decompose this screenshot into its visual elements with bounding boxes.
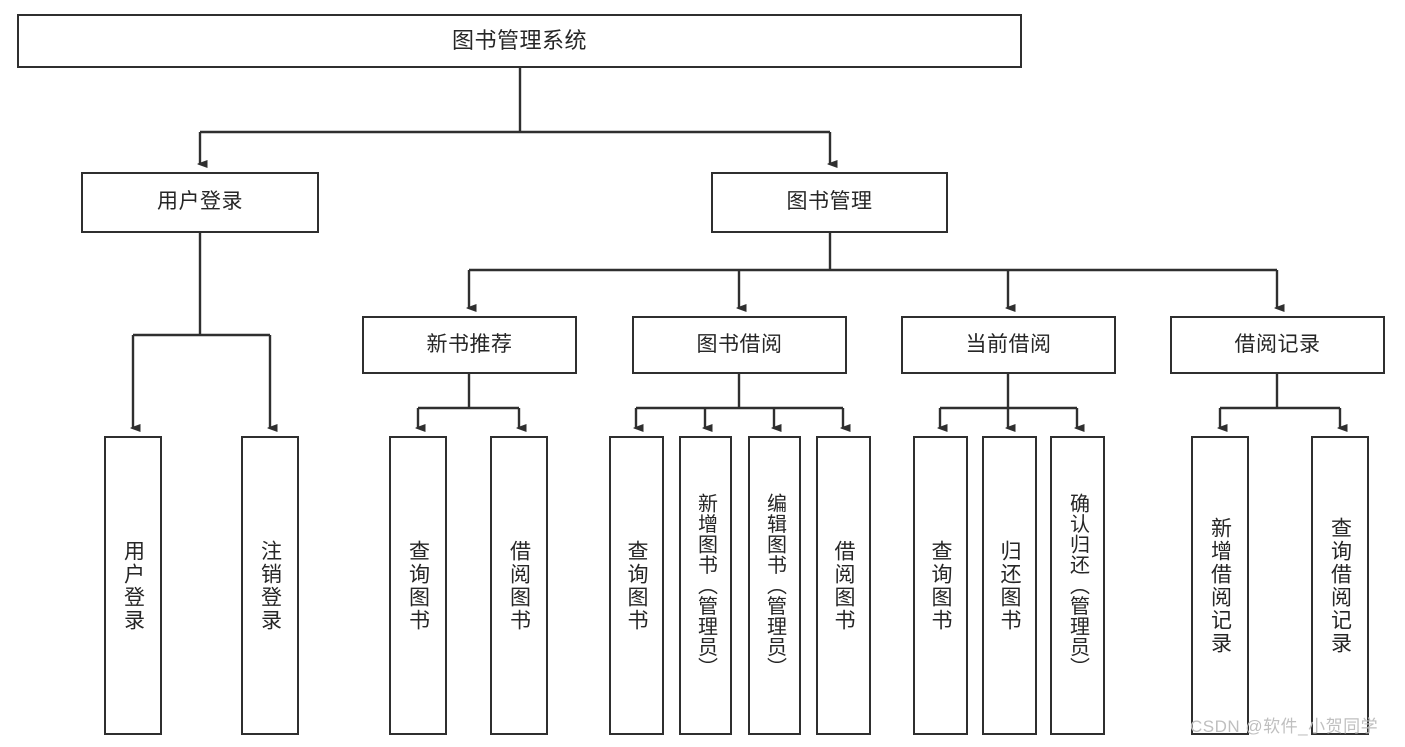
node-leaf-add-book[interactable]: 新增图书（管理员） [679, 436, 732, 735]
node-leaf-query-book-2-label: 查询图书 [625, 539, 648, 632]
node-leaf-query-book-1[interactable]: 查询图书 [389, 436, 447, 735]
node-leaf-query-record[interactable]: 查询借阅记录 [1311, 436, 1369, 735]
node-leaf-confirm-return-label: 确认归还（管理员） [1066, 493, 1089, 678]
node-leaf-confirm-return[interactable]: 确认归还（管理员） [1050, 436, 1105, 735]
node-leaf-edit-book-label: 编辑图书（管理员） [763, 493, 786, 678]
node-leaf-edit-book[interactable]: 编辑图书（管理员） [748, 436, 801, 735]
node-root[interactable]: 图书管理系统 [17, 14, 1022, 68]
node-leaf-query-book-2[interactable]: 查询图书 [609, 436, 664, 735]
node-leaf-borrow-book-2-label: 借阅图书 [832, 539, 855, 632]
node-book-manage[interactable]: 图书管理 [711, 172, 948, 233]
node-borrow-record[interactable]: 借阅记录 [1170, 316, 1385, 374]
node-leaf-user-login[interactable]: 用户登录 [104, 436, 162, 735]
node-book-borrow-label: 图书借阅 [696, 332, 783, 356]
node-leaf-return-book[interactable]: 归还图书 [982, 436, 1037, 735]
node-leaf-add-record[interactable]: 新增借阅记录 [1191, 436, 1249, 735]
node-book-manage-label: 图书管理 [786, 190, 873, 214]
node-book-borrow[interactable]: 图书借阅 [632, 316, 847, 374]
node-current-borrow-label: 当前借阅 [965, 332, 1052, 356]
node-leaf-user-logout-label: 注销登录 [258, 539, 282, 632]
node-leaf-query-book-3[interactable]: 查询图书 [913, 436, 968, 735]
node-user-login-label: 用户登录 [157, 190, 243, 214]
node-leaf-user-logout[interactable]: 注销登录 [241, 436, 299, 735]
node-leaf-query-book-3-label: 查询图书 [929, 539, 952, 632]
node-new-book-recommend-label: 新书推荐 [426, 332, 513, 356]
node-current-borrow[interactable]: 当前借阅 [901, 316, 1116, 374]
node-borrow-record-label: 借阅记录 [1234, 332, 1321, 356]
node-leaf-return-book-label: 归还图书 [998, 539, 1021, 632]
node-leaf-query-record-label: 查询借阅记录 [1328, 516, 1352, 655]
node-root-label: 图书管理系统 [451, 28, 587, 54]
node-leaf-add-record-label: 新增借阅记录 [1208, 516, 1232, 655]
node-leaf-borrow-book-1-label: 借阅图书 [507, 539, 531, 632]
node-leaf-borrow-book-1[interactable]: 借阅图书 [490, 436, 548, 735]
node-leaf-borrow-book-2[interactable]: 借阅图书 [816, 436, 871, 735]
node-leaf-user-login-label: 用户登录 [121, 539, 145, 632]
node-leaf-add-book-label: 新增图书（管理员） [694, 493, 717, 678]
node-user-login[interactable]: 用户登录 [81, 172, 319, 233]
node-new-book-recommend[interactable]: 新书推荐 [362, 316, 577, 374]
node-leaf-query-book-1-label: 查询图书 [406, 539, 430, 632]
watermark-text: CSDN @软件_小贺同学 [1190, 717, 1379, 736]
